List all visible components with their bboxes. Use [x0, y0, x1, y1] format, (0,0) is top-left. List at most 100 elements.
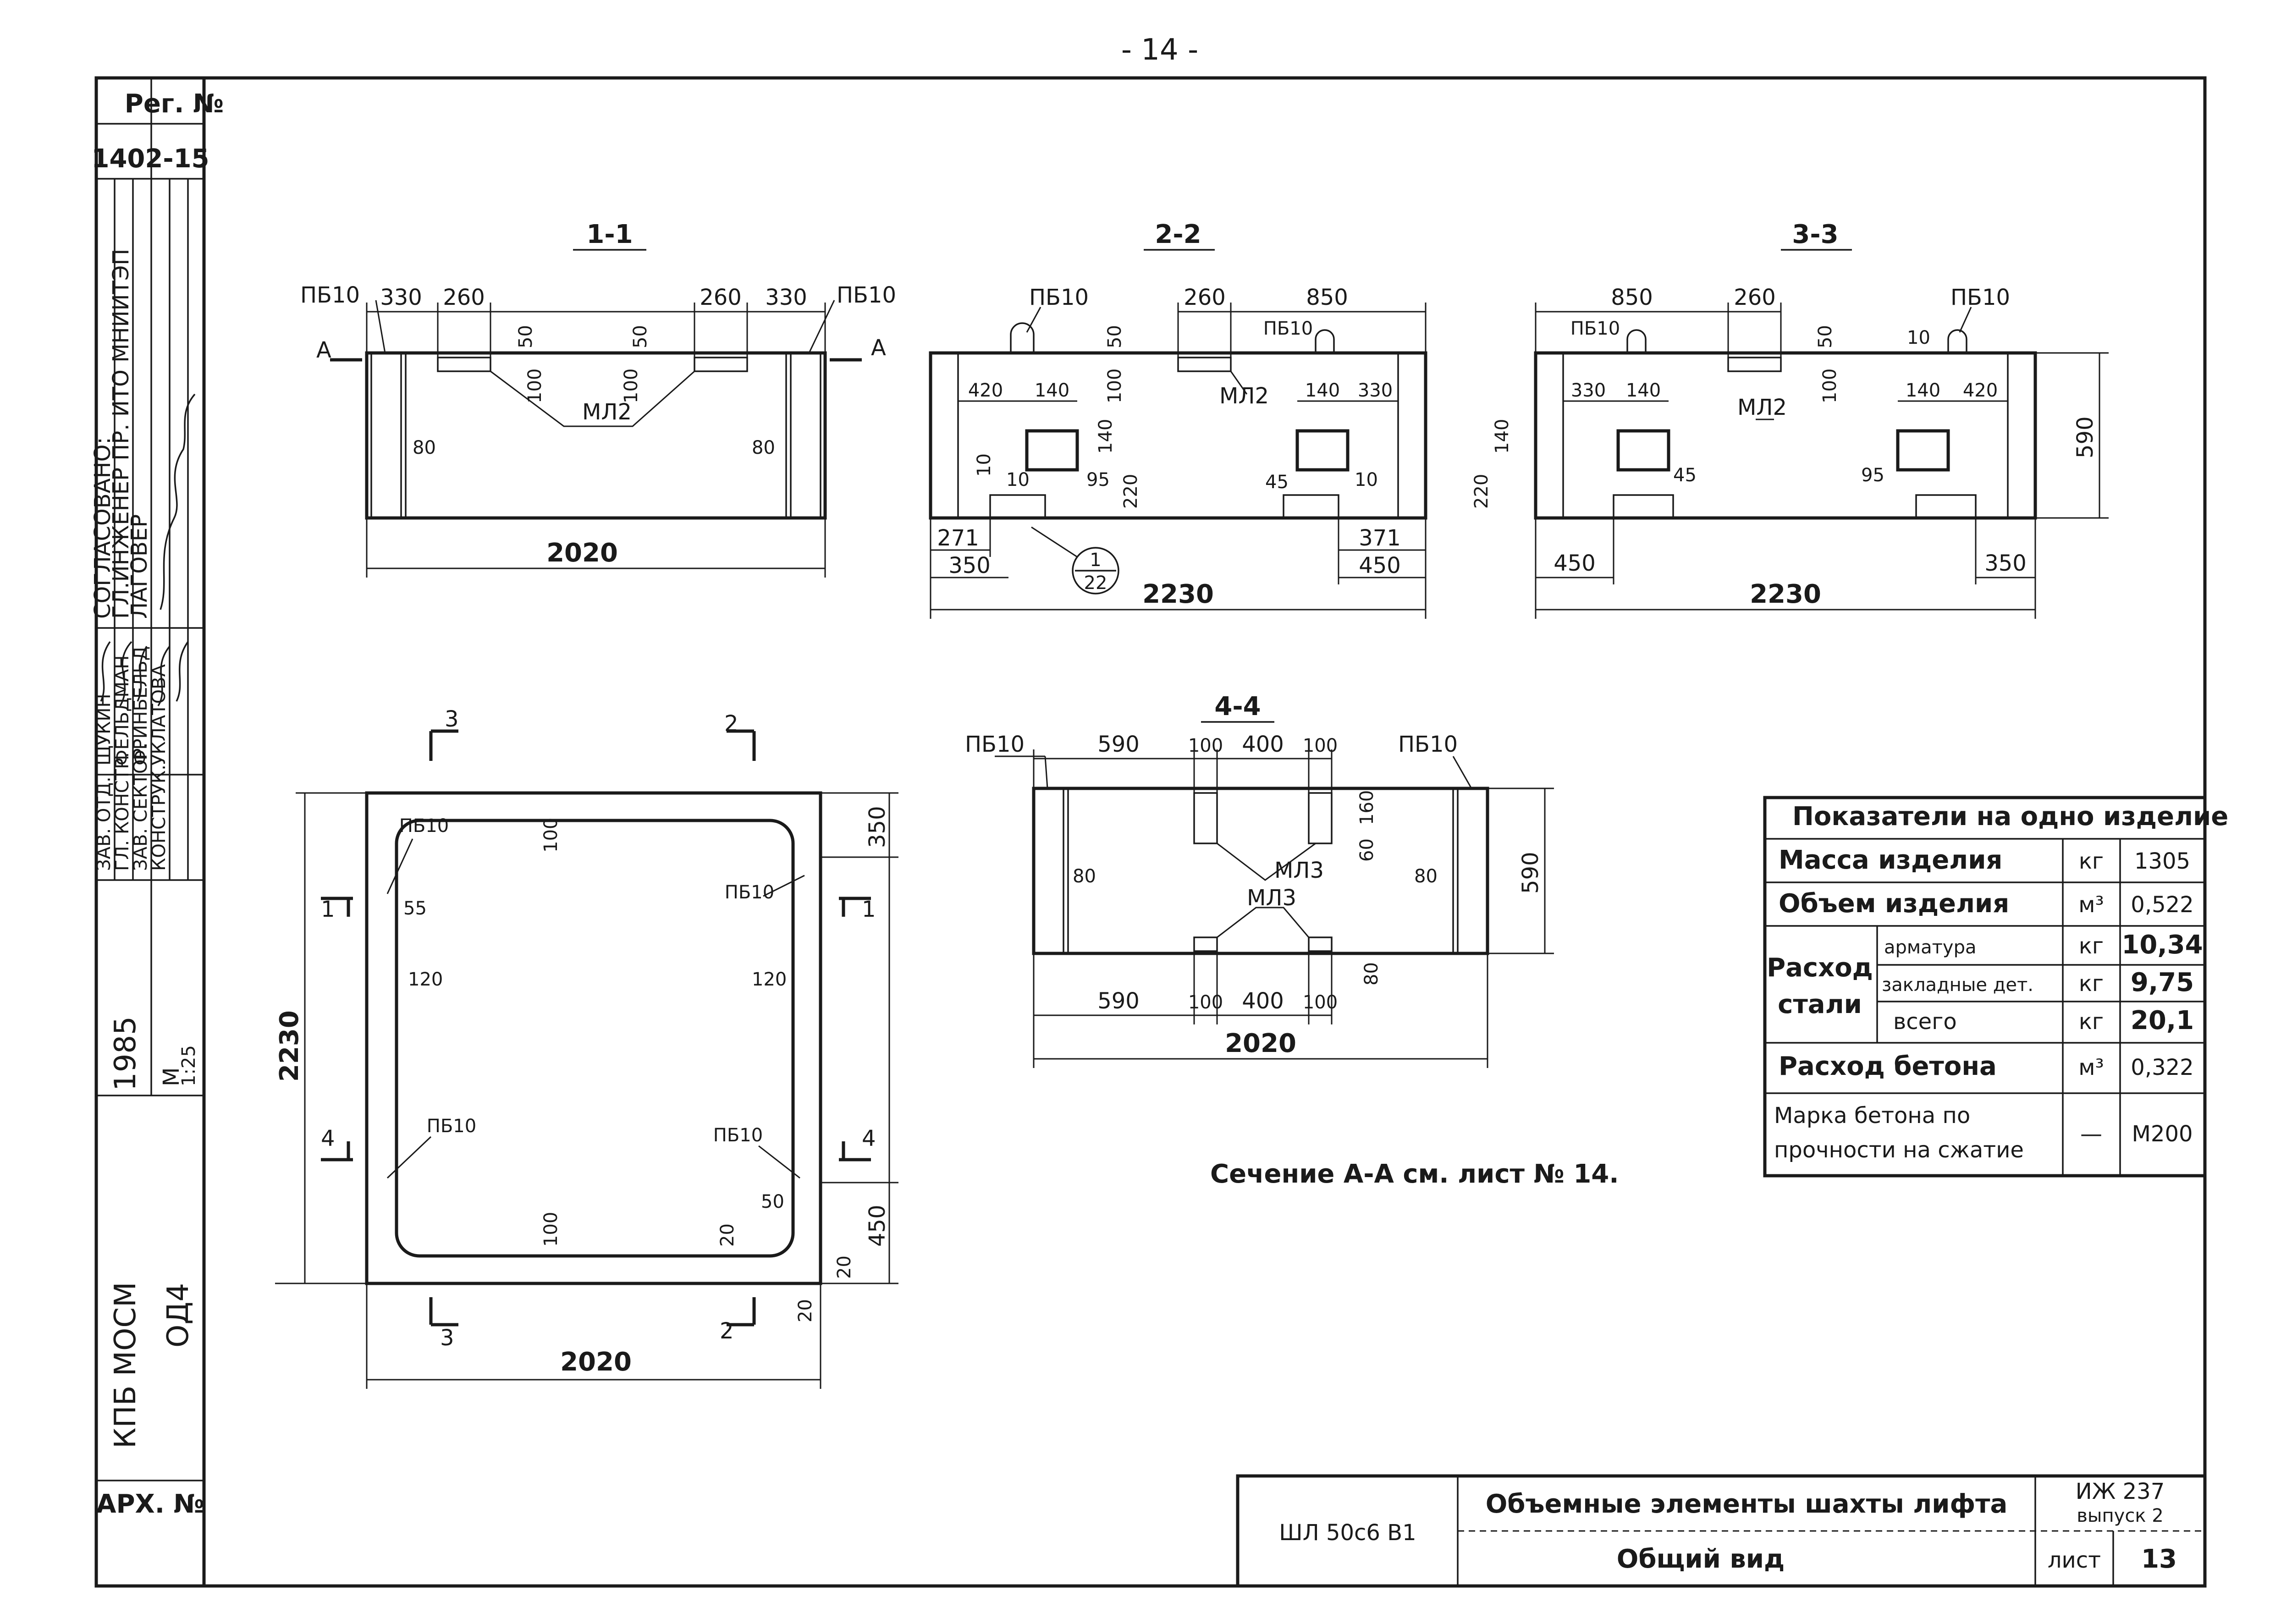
dim: 100: [621, 369, 642, 403]
spec-concrete-value: 0,322: [2131, 1055, 2193, 1080]
name-2: ФЕЛЬДМАН: [112, 655, 133, 765]
opening: [1616, 429, 1670, 472]
opening: [1025, 429, 1079, 472]
embed-plate: [1177, 357, 1232, 372]
embed-block: [989, 494, 1046, 519]
dim: 100: [1303, 735, 1338, 756]
dim: 330: [765, 285, 807, 310]
cut-mark: 3: [445, 706, 459, 732]
pb-label: ПБ10: [1950, 285, 2010, 310]
opening: [1295, 429, 1350, 472]
agreed-label: СОГЛАСОВАНО:: [90, 437, 116, 619]
cut-mark: 4: [321, 1126, 335, 1151]
pb-label: ПБ10: [1570, 318, 1620, 339]
section-4-4: 4-4 МЛ3 МЛ3 ПБ10 ПБ10 590 100 400 100 16…: [965, 692, 1554, 1068]
spec-mass-label: Масса изделия: [1779, 845, 2002, 875]
archive-label: АРХ. №: [96, 1489, 204, 1519]
dim: 50: [1104, 325, 1125, 348]
spec-embed-unit: кг: [2079, 971, 2104, 996]
section-outline: [929, 351, 1427, 520]
dim-height: 590: [1518, 852, 1543, 894]
spec-grade-label-1: Марка бетона по: [1774, 1103, 1970, 1129]
name-4: УКЛАТОВА: [149, 664, 170, 765]
dim: 220: [1471, 474, 1492, 509]
embed-plate: [694, 357, 748, 372]
section-title-4-4: 4-4: [1214, 692, 1261, 721]
dim: 350: [865, 806, 890, 848]
dim: 140: [1035, 380, 1069, 401]
dim: 271: [937, 525, 979, 551]
dim: 260: [1184, 285, 1226, 310]
pb-label: ПБ10: [399, 815, 449, 837]
cut-mark: 2: [724, 711, 738, 737]
spec-rebar-label: арматура: [1884, 937, 1976, 958]
cut-mark-right: А: [871, 335, 886, 361]
role-3: ЗАВ. СЕКТОР.: [130, 743, 151, 871]
dim: 140: [1492, 419, 1513, 454]
lifting-loop: [1626, 329, 1647, 353]
pb-label: ПБ10: [427, 1116, 476, 1137]
dim: 100: [1188, 735, 1223, 756]
dim: 590: [1097, 732, 1140, 757]
spec-total-value: 20,1: [2131, 1006, 2194, 1035]
dim: 45: [1673, 465, 1697, 486]
dim: 850: [1611, 285, 1653, 310]
plan-outline: [365, 791, 822, 1285]
plan-height: 2230: [275, 1010, 304, 1082]
chief-engineer-label: ГЛ.ИНЖЕНЕР ПР. ИТО МНИИТЭП: [108, 249, 134, 619]
dim: 20: [795, 1299, 816, 1322]
embed-plate: [437, 357, 491, 372]
year: 1985: [109, 1016, 143, 1091]
plan-inner: [395, 819, 795, 1258]
plan-view: 3 2 1 1 4 4 3 2 ПБ10 ПБ10 ПБ10 ПБ10 100 …: [275, 706, 898, 1389]
total-width: 2020: [546, 538, 618, 568]
dim: 220: [1120, 474, 1141, 509]
lifting-loop: [1315, 329, 1335, 353]
spec-total-label: всего: [1893, 1009, 1957, 1035]
dim: 50: [630, 325, 651, 348]
spec-steel-label-1: Расход: [1767, 953, 1873, 983]
ml-label-bottom: МЛ3: [1247, 885, 1296, 911]
wall-left: [1033, 787, 1064, 954]
cut-mark: 1: [862, 897, 876, 922]
spec-embed-label: закладные дет.: [1882, 974, 2033, 996]
dim: 450: [1359, 553, 1401, 578]
dim: 330: [380, 285, 422, 310]
section-1-1: 1-1 МЛ2 ПБ10 ПБ10 А А 330 260 260 330 50…: [300, 220, 896, 578]
dim: 80: [413, 437, 436, 458]
spec-grade-unit: —: [2080, 1121, 2102, 1147]
drawing-code: ШЛ 50с6 В1: [1279, 1520, 1416, 1546]
dim: 450: [1554, 551, 1596, 576]
opening: [1896, 429, 1950, 472]
reg-label: Рег. №: [125, 89, 224, 119]
dim: 55: [403, 898, 427, 919]
spec-volume-unit: м³: [2078, 892, 2104, 918]
dim: 100: [1303, 992, 1338, 1013]
embed-plate: [1308, 936, 1333, 952]
total-width: 2020: [1225, 1029, 1296, 1058]
spec-table: Показатели на одно изделие Масса изделия…: [1763, 796, 2228, 1178]
section-2-2: 2-2 ПБ10 ПБ10 МЛ2 260 850 50 100 420 140…: [929, 220, 1427, 619]
role-2: ГЛ. КОНСТР.: [112, 752, 133, 871]
section-note: Сечение А-А см. лист № 14.: [1210, 1159, 1619, 1189]
wall-right: [1457, 787, 1488, 954]
dim: 10: [1907, 327, 1930, 348]
spec-total-unit: кг: [2079, 1009, 2104, 1035]
role-1: ЗАВ. ОТД.: [94, 776, 115, 871]
scale-value: 1:25: [178, 1045, 199, 1086]
dim: 140: [1906, 380, 1940, 401]
insert: [1193, 792, 1218, 844]
callout-top: 1: [1090, 550, 1101, 571]
detail-callout: [1072, 547, 1119, 595]
dim: 330: [1571, 380, 1606, 401]
dim: 590: [1097, 988, 1140, 1014]
dim: 450: [865, 1205, 890, 1247]
dim: 80: [752, 437, 775, 458]
section-title-2-2: 2-2: [1155, 220, 1201, 249]
pb-label-left: ПБ10: [300, 282, 360, 308]
sheet-label: лист: [2048, 1547, 2101, 1573]
lifting-loop: [1010, 322, 1035, 353]
dim: 10: [1355, 469, 1378, 490]
wall-left: [370, 352, 402, 519]
